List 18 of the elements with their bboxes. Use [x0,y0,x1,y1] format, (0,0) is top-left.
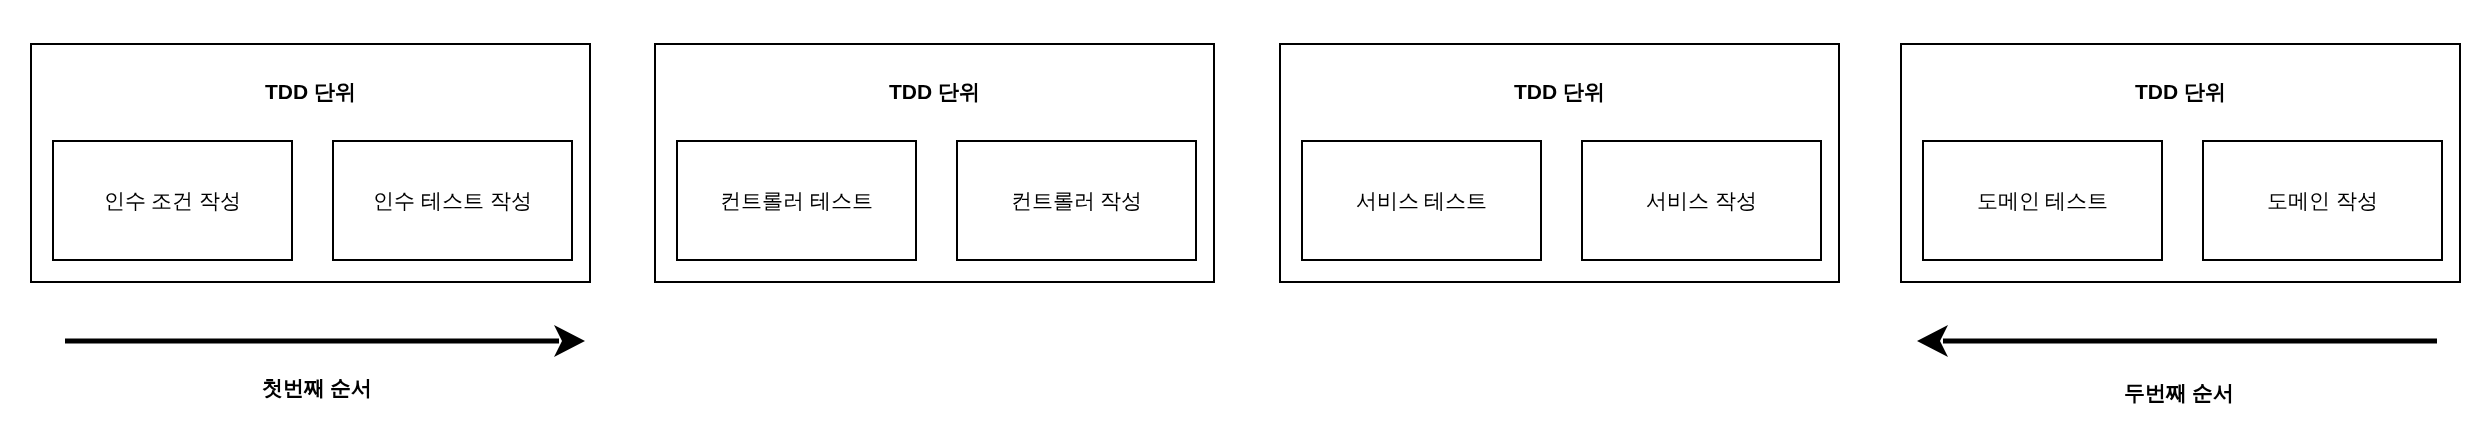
order-label: 두번째 순서 [2123,380,2235,406]
group-heading: TDD 단위 [265,79,356,105]
process-box: 도메인 작성 [2202,140,2443,261]
group-box [1900,43,2461,283]
process-box: 서비스 테스트 [1301,140,1542,261]
group-box [1279,43,1840,283]
process-box: 인수 조건 작성 [52,140,293,261]
group-heading: TDD 단위 [889,79,980,105]
group-box [30,43,591,283]
process-box: 컨트롤러 테스트 [676,140,917,261]
order-label: 첫번째 순서 [261,375,373,401]
group-heading: TDD 단위 [1514,79,1605,105]
group-heading: TDD 단위 [2135,79,2226,105]
group-box [654,43,1215,283]
process-box: 서비스 작성 [1581,140,1822,261]
process-box: 컨트롤러 작성 [956,140,1197,261]
process-box: 도메인 테스트 [1922,140,2163,261]
process-box: 인수 테스트 작성 [332,140,573,261]
